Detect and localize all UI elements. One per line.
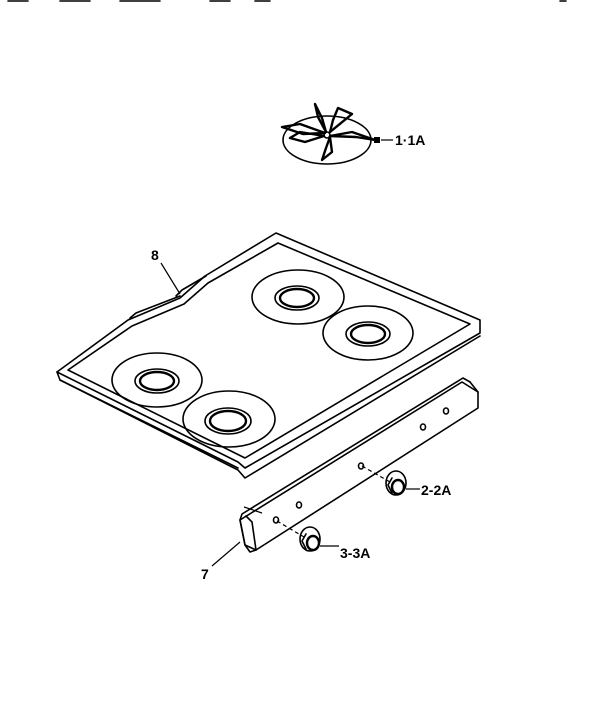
callout-knob-right: 2-2A <box>421 482 451 498</box>
manifold-panel <box>239 377 479 553</box>
callout-grate: 1·1A <box>395 132 425 148</box>
cooktop <box>56 232 481 479</box>
knob-left-axis <box>276 520 305 538</box>
panel-edge-mark <box>243 506 263 514</box>
knob-left <box>299 526 321 552</box>
cooktop-leader <box>160 262 181 295</box>
callout-knob-left: 3-3A <box>340 545 370 561</box>
callout-cooktop: 8 <box>151 247 159 263</box>
panel-leader <box>211 541 241 567</box>
burner-grate <box>280 102 380 165</box>
callout-manifold-panel: 7 <box>201 566 209 582</box>
knob-right-axis <box>361 465 391 483</box>
knob-right <box>385 470 407 496</box>
